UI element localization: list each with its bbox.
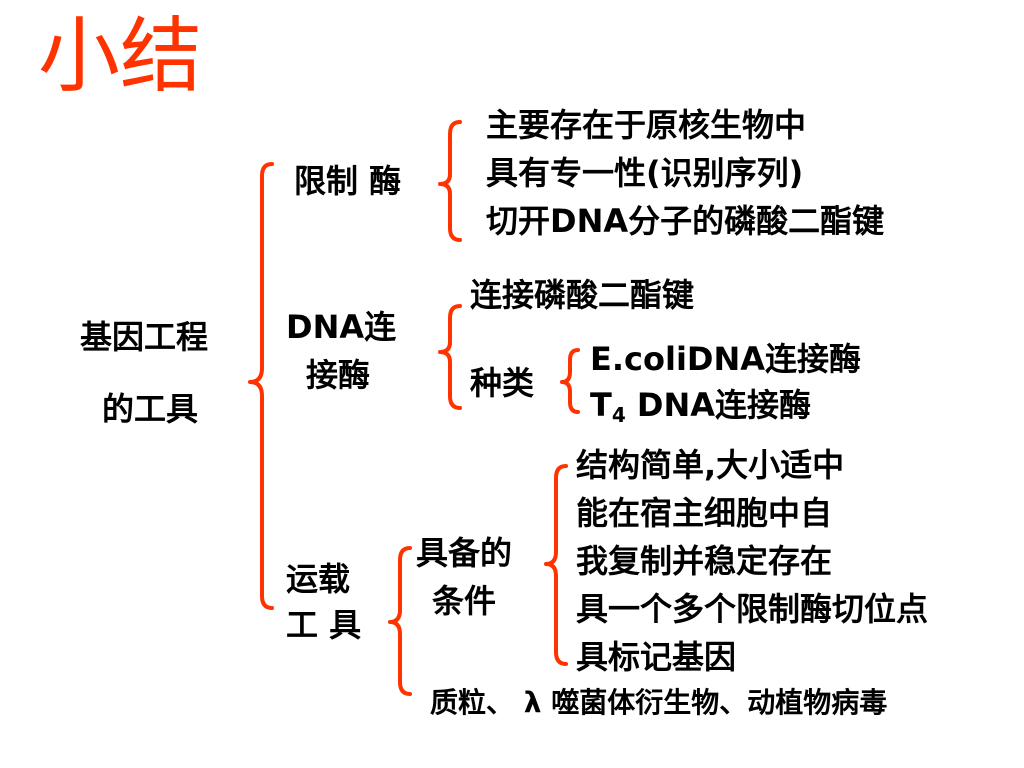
vector-condition-4: 具一个多个限制酶切位点 bbox=[576, 590, 929, 628]
restriction-item-2: 具有专一性(识别序列) bbox=[486, 154, 804, 192]
main-brace bbox=[248, 162, 274, 610]
restriction-item-3: 切开DNA分子的磷酸二酯键 bbox=[486, 202, 885, 240]
ligase-kind-1: E.coliDNA连接酶 bbox=[590, 340, 862, 378]
kinds-brace bbox=[560, 348, 580, 414]
ligase-label-line2: 接酶 bbox=[306, 356, 371, 394]
vector-condition-5: 具标记基因 bbox=[576, 638, 737, 676]
root-label-line2: 的工具 bbox=[102, 390, 199, 428]
ligase-brace bbox=[438, 304, 462, 410]
ligase-label-line1: DNA连 bbox=[286, 308, 397, 346]
conditions-brace bbox=[544, 464, 568, 666]
vector-label-line2: 工 具 bbox=[286, 606, 362, 644]
restriction-enzyme-label: 限制 酶 bbox=[294, 162, 402, 200]
vector-condition-2: 能在宿主细胞中自 bbox=[576, 494, 833, 532]
vector-types: 质粒、 λ 噬菌体衍生物、动植物病毒 bbox=[430, 686, 888, 719]
vector-conditions-line1: 具备的 bbox=[416, 534, 513, 572]
ligase-item: 连接磷酸二酯键 bbox=[470, 276, 695, 314]
vector-label-line1: 运载 bbox=[286, 560, 351, 598]
restriction-item-1: 主要存在于原核生物中 bbox=[486, 106, 807, 144]
restriction-brace bbox=[438, 120, 462, 242]
ligase-kind-2: T4 DNA连接酶 bbox=[590, 386, 812, 427]
slide-title: 小结 bbox=[38, 9, 203, 104]
vector-condition-1: 结构简单,大小适中 bbox=[576, 446, 845, 484]
vector-brace bbox=[388, 546, 412, 696]
vector-conditions-line2: 条件 bbox=[432, 582, 497, 620]
ligase-kinds-label: 种类 bbox=[470, 364, 535, 402]
root-label-line1: 基因工程 bbox=[80, 318, 209, 356]
vector-condition-3: 我复制并稳定存在 bbox=[576, 542, 833, 580]
